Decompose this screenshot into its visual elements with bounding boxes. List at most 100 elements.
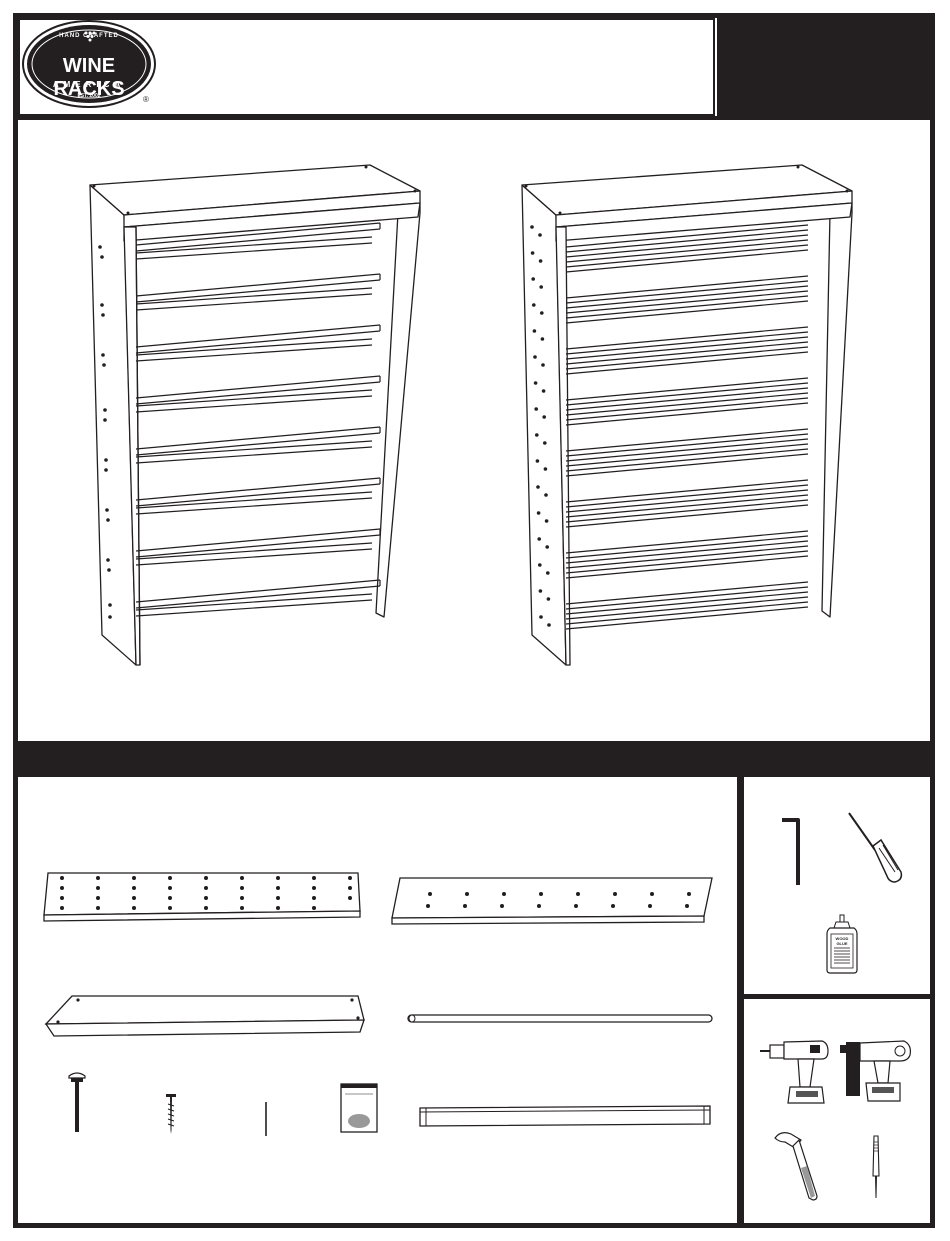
- rack-rod: [136, 478, 380, 500]
- panel-hole: [132, 876, 136, 880]
- panel-hole: [531, 277, 535, 281]
- panel-hole: [687, 892, 691, 896]
- panel-hole: [536, 485, 540, 489]
- panel-hole: [240, 896, 244, 900]
- panel-hole: [537, 537, 541, 541]
- panel-hole: [60, 896, 64, 900]
- panel-hole: [276, 896, 280, 900]
- header-dark-panel: [717, 15, 933, 119]
- logo-bottom-line: AMERICA: [25, 80, 153, 89]
- rack-rod: [136, 331, 380, 353]
- panel-hole: [132, 906, 136, 910]
- nail-set-icon: [869, 1134, 883, 1200]
- panel-hole: [465, 892, 469, 896]
- panel-hole: [534, 407, 538, 411]
- panel-hole: [541, 363, 545, 367]
- panel-hole: [531, 251, 535, 255]
- rack-rod: [136, 529, 380, 551]
- panel-hole: [541, 337, 545, 341]
- panel-hole: [542, 415, 546, 419]
- panel-hole: [547, 623, 551, 627]
- panel-hole: [544, 493, 548, 497]
- rack-illustration-double: [512, 155, 872, 675]
- rack-rod: [136, 580, 380, 602]
- panel-hole: [168, 896, 172, 900]
- panel-hole: [96, 876, 100, 880]
- panel-hole: [574, 904, 578, 908]
- panel-hole: [532, 303, 536, 307]
- panel-hole: [168, 886, 172, 890]
- panel-hole: [240, 906, 244, 910]
- panel-hole: [60, 886, 64, 890]
- panel-hole: [60, 876, 64, 880]
- registered-mark: ®: [143, 95, 149, 104]
- rack-rod: [136, 535, 380, 557]
- part-front-rail: [416, 1104, 716, 1130]
- logo-top-line: HAND CRAFTED: [25, 33, 153, 39]
- logo-est: EST. 2002: [25, 93, 153, 99]
- brad-nail-icon: [263, 1102, 269, 1136]
- panel-hole: [538, 563, 542, 567]
- rack-rod: [136, 433, 380, 455]
- panel-hole: [312, 886, 316, 890]
- panel-hole: [312, 896, 316, 900]
- panel-hole: [546, 571, 550, 575]
- panel-hole: [613, 892, 617, 896]
- panel-hole: [204, 876, 208, 880]
- panel-hole: [533, 329, 537, 333]
- panel-hole: [533, 355, 537, 359]
- panel-hole: [132, 886, 136, 890]
- rack-rod: [136, 325, 380, 347]
- panel-hole: [312, 876, 316, 880]
- panel-hole: [463, 904, 467, 908]
- panel-hole: [536, 459, 540, 463]
- panel-hole: [96, 906, 100, 910]
- panel-hole: [428, 892, 432, 896]
- panel-hole: [276, 906, 280, 910]
- wood-glue-label: WOODGLUE: [828, 936, 856, 946]
- panel-hole: [96, 896, 100, 900]
- rack-rod: [136, 274, 380, 296]
- panel-hole: [539, 892, 543, 896]
- tools-subdivider: [744, 994, 934, 999]
- panel-hole: [540, 311, 544, 315]
- panel-hole: [60, 906, 64, 910]
- rack-illustration-single: [80, 155, 440, 675]
- panel-hole: [204, 896, 208, 900]
- panel-hole: [502, 892, 506, 896]
- allen-key-icon: [780, 817, 810, 887]
- panel-hole: [348, 876, 352, 880]
- panel-hole: [204, 886, 208, 890]
- part-rod: [406, 1012, 716, 1026]
- panel-hole: [530, 225, 534, 229]
- part-side-panel: [40, 865, 365, 925]
- panel-hole: [543, 441, 547, 445]
- rack-rod: [136, 382, 380, 404]
- rack-rod: [136, 484, 380, 506]
- panel-hole: [545, 545, 549, 549]
- panel-hole: [426, 904, 430, 908]
- panel-hole: [276, 876, 280, 880]
- tools-divider: [737, 777, 744, 1227]
- panel-hole: [545, 519, 549, 523]
- panel-hole: [539, 615, 543, 619]
- brad-nailer-icon: [838, 1037, 914, 1107]
- panel-hole: [276, 886, 280, 890]
- panel-hole: [168, 876, 172, 880]
- panel-hole: [168, 906, 172, 910]
- panel-hole: [539, 259, 543, 263]
- panel-hole: [648, 904, 652, 908]
- panel-hole: [539, 589, 543, 593]
- panel-hole: [348, 896, 352, 900]
- panel-hole: [544, 467, 548, 471]
- rack-rod: [136, 376, 380, 398]
- rack-rod: [136, 427, 380, 449]
- panel-hole: [500, 904, 504, 908]
- panel-hole: [348, 886, 352, 890]
- panel-hole: [240, 886, 244, 890]
- panel-hole: [534, 381, 538, 385]
- panel-hole: [537, 511, 541, 515]
- panel-hole: [538, 233, 542, 237]
- drill-icon: [758, 1037, 830, 1107]
- panel-hole: [542, 389, 546, 393]
